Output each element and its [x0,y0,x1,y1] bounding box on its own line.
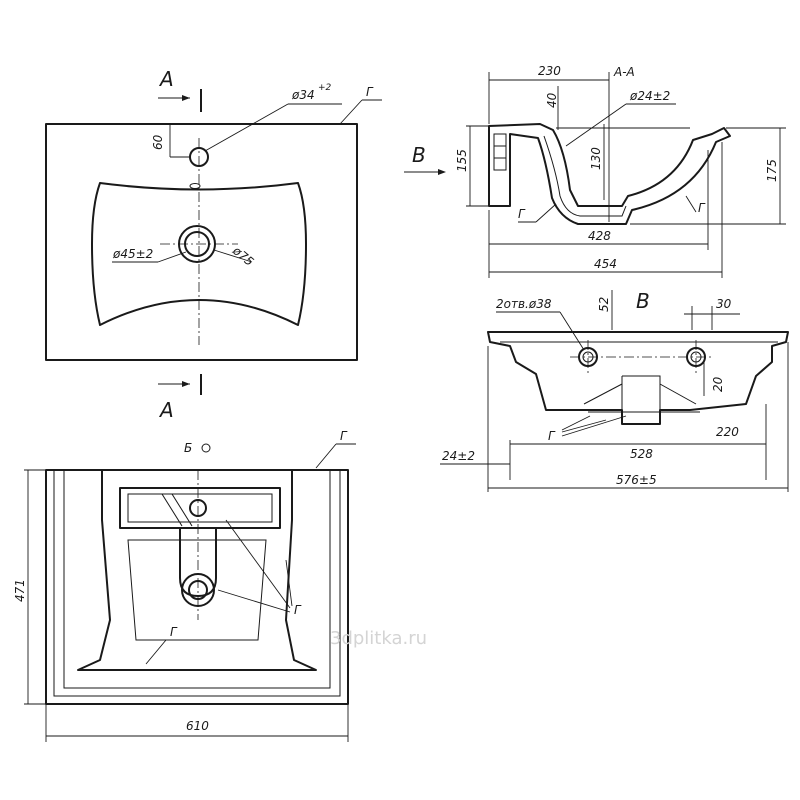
dim-drain-hole: ø45±2 [112,247,153,261]
base-inner [77,470,317,671]
drain-inner [184,231,210,257]
dim-30: 30 [716,297,732,311]
watermark: 3dplitka.ru [330,628,427,649]
dim-130: 130 [589,147,603,170]
mark-b-circle [201,443,211,453]
view-b: В 2отв.ø38 52 30 20 Г [440,289,789,492]
section-title: А-А [613,65,635,79]
section-mark-top: А [158,67,174,91]
dim-52: 52 [597,297,611,312]
dim-tap-hole: ø34 [291,88,315,102]
dim-40: 40 [545,92,559,108]
dim-overflow-60: 60 [151,134,165,150]
surface-mark-aa-left: Г [518,207,526,221]
bowl-outline [91,182,307,326]
dim-220: 220 [716,425,739,439]
surface-mark-b: Г [548,429,556,443]
section-mark-bottom: А [158,398,174,422]
section-aa: А-А 230 40 ø24±2 130 В 155 [404,64,786,278]
dim-20: 20 [711,376,725,392]
top-view: А 60 ø34 +2 Г ø45±2 [45,67,382,422]
overflow-slot [189,183,201,189]
dim-175: 175 [765,159,779,182]
dim-drain-outer: ø75 [229,243,256,269]
tap-block [119,487,281,529]
drain-outer [178,225,216,263]
dim-drain-24: ø24±2 [629,89,670,103]
surface-mark-aa-right: Г [698,201,706,215]
dim-528: 528 [630,447,653,461]
dim-155: 155 [455,149,469,172]
dim-428: 428 [588,229,611,243]
surface-mark-bottom-left: Г [170,625,178,639]
dim-24: 24±2 [442,449,475,463]
surface-mark-bottom-top: Г [340,429,348,443]
dim-tap-hole-tol: +2 [318,83,332,93]
bottom-view: Б Г Г Г 471 [13,429,356,742]
view-b-title: В [636,289,650,313]
dim-471: 471 [13,579,27,602]
dim-576: 576±5 [616,473,657,487]
mark-b: Б [184,441,192,455]
dim-454: 454 [594,257,617,271]
section-profile [488,123,731,225]
base-outer [45,469,349,705]
basin-rim [45,123,358,361]
view-mark-b: В [412,143,426,167]
view-b-outline [487,331,789,425]
dim-230: 230 [538,64,561,78]
holes-label: 2отв.ø38 [496,297,552,311]
surface-mark-bottom-right: Г [294,603,302,617]
dim-610: 610 [186,719,209,733]
surface-mark-top: Г [366,85,374,99]
